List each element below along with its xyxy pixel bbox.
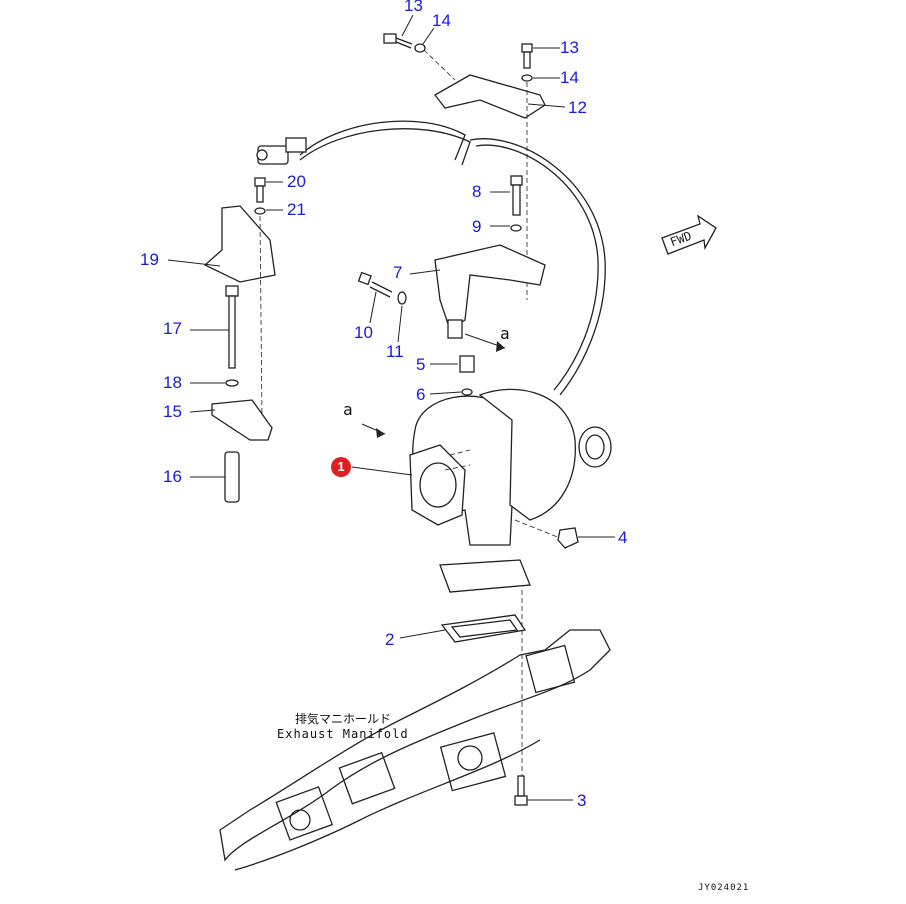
washer-14-right [521, 74, 533, 82]
part-label-12: 12 [568, 98, 587, 117]
part-label-17: 17 [163, 319, 182, 338]
view-marker-a: a [343, 400, 354, 419]
bolt-10 [357, 271, 393, 298]
part-label-19: 19 [140, 250, 159, 269]
exhaust-manifold [219, 629, 611, 871]
gasket-2 [440, 614, 527, 643]
washer-11 [397, 291, 407, 305]
part-label-14: 14 [432, 11, 451, 30]
plate-15 [211, 399, 273, 441]
part-label-14: 14 [560, 68, 579, 87]
manifold-label-jp: 排気マニホールド [295, 712, 392, 726]
bolt-13-right [521, 43, 533, 69]
nut-4 [557, 527, 579, 549]
washer-21 [254, 207, 266, 215]
spacer [447, 319, 463, 339]
part-label-16: 16 [163, 467, 182, 486]
part-label-9: 9 [472, 217, 482, 236]
bracket-19 [203, 205, 276, 283]
washer-9 [510, 224, 522, 232]
manifold-label-en: Exhaust Manifold [277, 727, 409, 741]
fwd-arrow-icon [661, 214, 717, 255]
part-label-11: 11 [386, 342, 404, 361]
washer-6 [461, 388, 473, 396]
bolt-17 [225, 285, 239, 369]
washer-18 [225, 379, 239, 387]
bolt-8 [510, 175, 523, 216]
part-label-20: 20 [287, 172, 306, 191]
part-label-7: 7 [393, 263, 403, 282]
washer-14-top [414, 43, 426, 53]
part-label-18: 18 [163, 373, 182, 392]
turbocharger [409, 388, 612, 593]
bracket-7 [434, 244, 546, 332]
part-label-5: 5 [416, 355, 426, 374]
callout-1: 1 [331, 457, 351, 477]
part-label-4: 4 [618, 528, 628, 547]
part-label-13: 13 [404, 0, 423, 15]
part-label-3: 3 [577, 791, 587, 810]
bolt-20 [254, 177, 266, 203]
bolt-13-top [383, 33, 413, 49]
part-label-2: 2 [385, 630, 395, 649]
part-label-13: 13 [560, 38, 579, 57]
leader-lines [167, 14, 615, 801]
part-label-15: 15 [163, 402, 182, 421]
part-label-10: 10 [354, 323, 373, 342]
view-marker-a: a [500, 324, 511, 343]
bolt-3 [514, 775, 528, 806]
part-label-8: 8 [472, 182, 482, 201]
spacer-16 [224, 451, 240, 503]
bracket-12 [434, 74, 546, 119]
part-label-6: 6 [416, 385, 426, 404]
nut-5 [459, 355, 475, 373]
drawing-id: JY024021 [698, 883, 750, 893]
sensor-connector [256, 137, 307, 165]
part-label-21: 21 [287, 200, 306, 219]
